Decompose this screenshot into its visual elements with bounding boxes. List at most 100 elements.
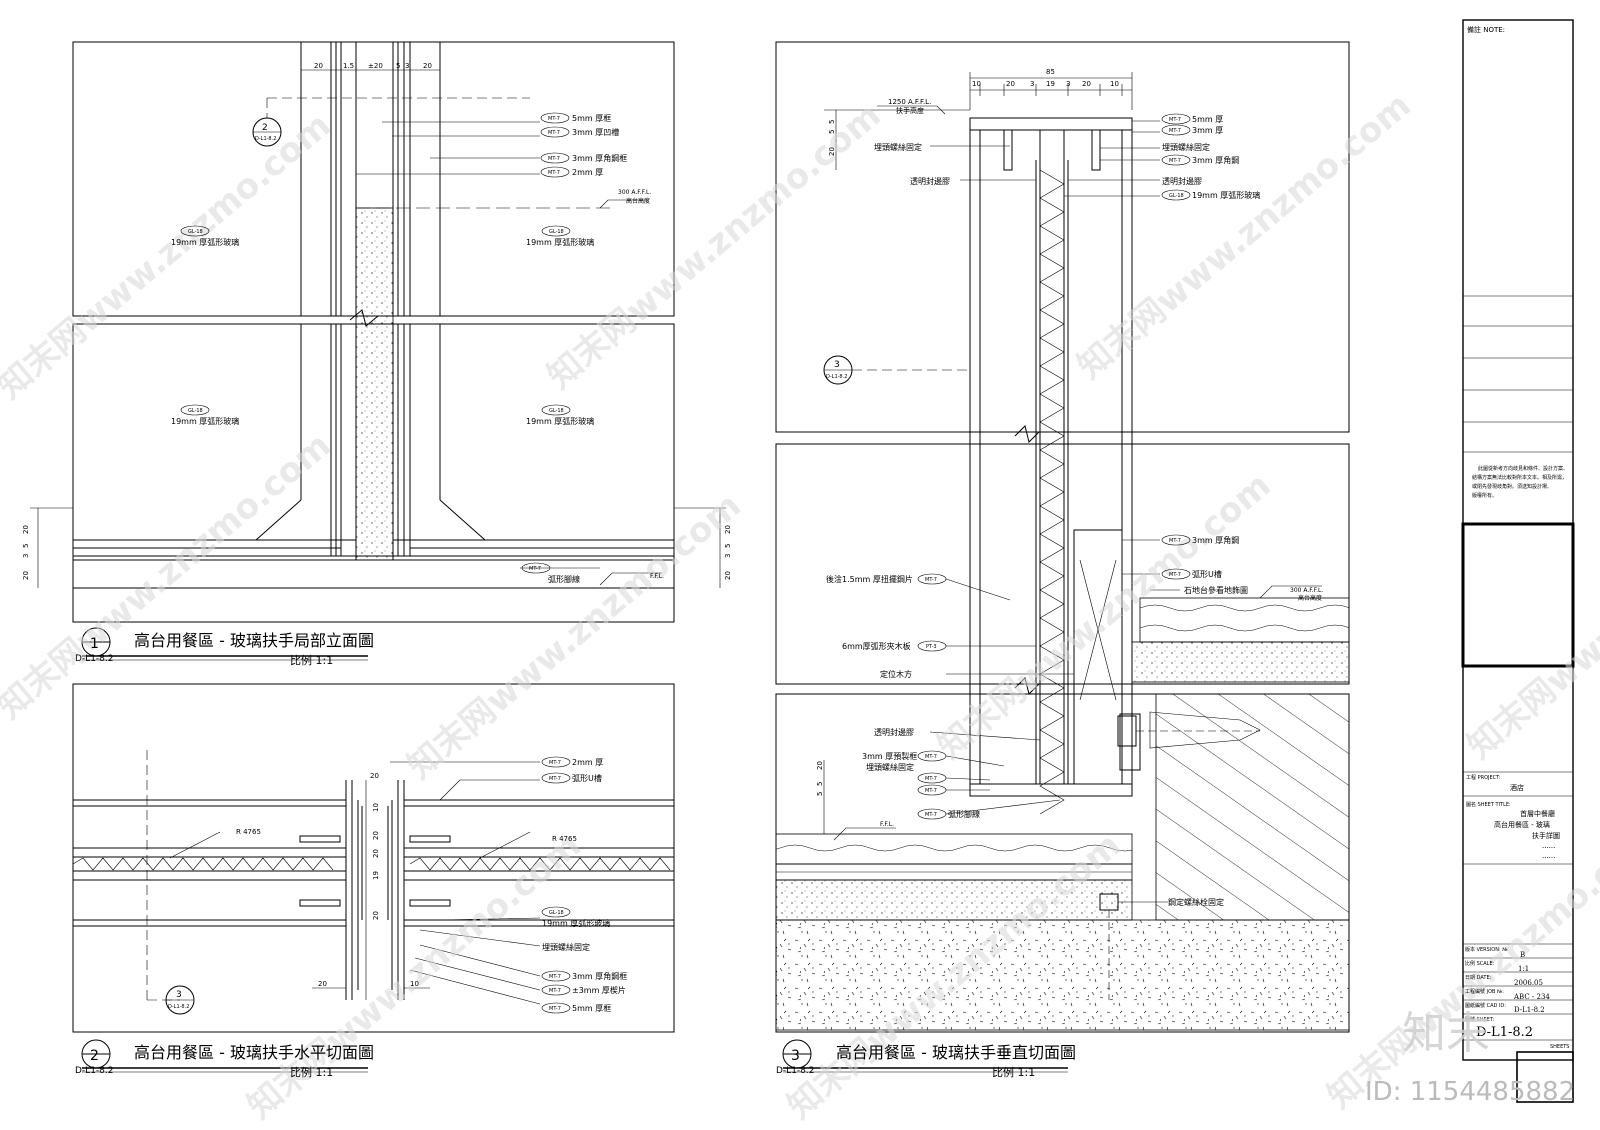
material-tag: MT-7 [549,1006,561,1012]
drawing-ref: D-L1-8.2 [75,654,113,664]
label-text: R 4765 [236,828,261,836]
dim-text: 20 [1006,80,1015,88]
row-value: B [1520,951,1525,959]
drawing-ref: D-L1-8.2 [75,1066,113,1076]
material-tag: MT-7 [548,170,560,176]
drawing-title: 高台用餐區 - 玻璃扶手局部立面圖 [134,631,374,650]
material-labels: MT-7 2mm 厚 MT-7 弧形U槽 R 4765 R 4765 GL-18… [236,756,627,1014]
drawing-title: 高台用餐區 - 玻璃扶手水平切面圖 [134,1043,374,1062]
row-label: 日期 DATE: [1465,975,1492,981]
label-text: 19mm 厚弧形玻璃 [526,237,594,247]
material-tag: GL-18 [549,408,564,414]
callout-number: 3 [834,360,840,370]
material-tag: GL-18 [188,408,203,414]
dim-text: 20 [372,911,380,920]
material-tag: MT-7 [925,577,937,583]
dim-text: 10 [1110,80,1119,88]
project-label: 工程 PROJECT: [1466,774,1501,781]
dim-text: 3 [1030,80,1034,88]
label-text: 扶手高度 [896,106,924,115]
dim-text: 20 [816,761,824,770]
material-tag: MT-7 [549,760,561,766]
dim-text: 5 [22,544,30,548]
watermark-text: 知末网www.znzmo.com [0,105,339,407]
label-text: 19mm 厚弧形玻璃 [171,237,239,247]
label-text: 1250 A.F.F.L. [888,98,931,106]
dim-text: 20 [372,831,380,840]
material-labels: MT-7 5mm 厚框 MT-7 3mm 厚凹槽 MT-7 3mm 厚角鋼框 M… [171,112,664,584]
label-text: 3mm 厚凹槽 [572,127,619,137]
dims-side: 5 5 20 5 5 20 [816,120,836,796]
watermark-text: 知末网www.znzmo.com [240,825,589,1127]
label-text: 埋頭螺絲固定 [866,762,914,772]
label-text: F.F.L. [650,573,664,580]
label-text: 3mm 厚角鋼框 [572,153,627,163]
label-text: ±3mm 厚楔片 [572,985,626,995]
label-text: 石地台參看地飾圖 [1184,585,1248,595]
dim-text: 1.5 [343,62,354,70]
label-text: 300 A.F.F.L. [618,189,651,196]
material-tag: MT-7 [549,988,561,994]
material-tag: MT-7 [1169,158,1181,164]
material-tag: MT-7 [548,116,560,122]
row-label: 比例 SCALE: [1465,960,1495,967]
watermark-text: 知末网www.znzmo.com [1320,815,1600,1117]
row-value: D-L1-8.2 [1514,1006,1545,1014]
dim-text: 5 [828,120,836,124]
material-tag: MT-7 [548,156,560,162]
label-text: 弧形U槽 [1192,569,1222,579]
material-tag: MT-7 [1169,572,1181,578]
dim-text: 5 [816,782,824,786]
callout-number: 2 [262,123,268,133]
dim-text: 5 [828,130,836,134]
drawing-number: 1 [90,636,99,652]
dim-text: 3 [22,554,30,558]
watermark-text: 知末网www.znzmo.com [1070,85,1419,387]
label-text: 埋頭螺絲固定 [1162,142,1210,152]
drawing-number: 3 [791,1048,800,1064]
material-tag: GL-18 [549,910,564,916]
watermark-text: 知末网www.znzmo.com [930,465,1279,767]
label-text: 19mm 厚弧形玻璃 [1192,190,1260,200]
dim-text: 20 [318,980,327,988]
label-text: 定位木方 [880,669,912,679]
material-tag: MT-7 [548,130,560,136]
label-text: 後淦1.5mm 厚扭擺鋼片 [826,574,913,584]
sheet-title-line: ...... [1542,842,1555,850]
label-text: 透明封邊膠 [874,727,914,737]
label-text: 3mm 厚角鋼框 [572,971,627,981]
watermark-logo: 知末 [1402,1008,1490,1059]
dim-text: ±20 [368,62,383,70]
drawing-2-horizontal-section [72,683,675,1073]
material-tag: MT-7 [925,776,937,782]
dim-text: 3 [724,554,732,558]
label-text: 3mm 厚角鋼 [1192,535,1239,545]
dim-text: 20 [724,571,732,580]
label-text: 2mm 厚 [572,168,603,177]
label-text: 5mm 厚框 [572,113,611,123]
drawing-number: 2 [90,1048,99,1064]
watermark-layer: 知末网www.znzmo.com 知末网www.znzmo.com 知末网www… [0,85,1600,1127]
label-text: 5mm 厚框 [572,1003,611,1013]
labels-left: 1250 A.F.F.L. 扶手高度 埋頭螺絲固定 透明封邊膠 後淦1.5mm … [826,98,980,828]
dim-text: 5 [724,544,732,548]
dims-side: 20 5 3 20 20 5 3 20 [22,525,732,580]
labels-right: MT-7 5mm 厚 MT-7 3mm 厚 埋頭螺絲固定 MT-7 3mm 厚角… [1161,113,1323,907]
label-text: 透明封邊膠 [910,176,950,186]
dim-text: 5 [816,792,824,796]
material-tag: MT-7 [925,788,937,794]
label-text: 高台高度 [626,197,650,205]
dim-text: 3 [405,62,409,70]
material-tag: MT-7 [549,776,561,782]
material-tag: MT-7 [529,566,541,572]
dim-text: 20 [22,525,30,534]
dim-text: 20 [314,62,323,70]
drawing-3-text: 85 10 20 3 19 3 20 10 5 5 20 5 5 20 1250… [776,68,1323,1079]
material-tag: MT-7 [1169,128,1181,134]
material-tag: GL-18 [188,229,203,235]
dim-text: 20 [828,147,836,156]
dim-text: 10 [972,80,981,88]
label-text: 3mm 厚角鋼 [1192,155,1239,165]
drawing-ref: D-L1-8.2 [776,1066,814,1076]
material-tag: MT-7 [1169,538,1181,544]
